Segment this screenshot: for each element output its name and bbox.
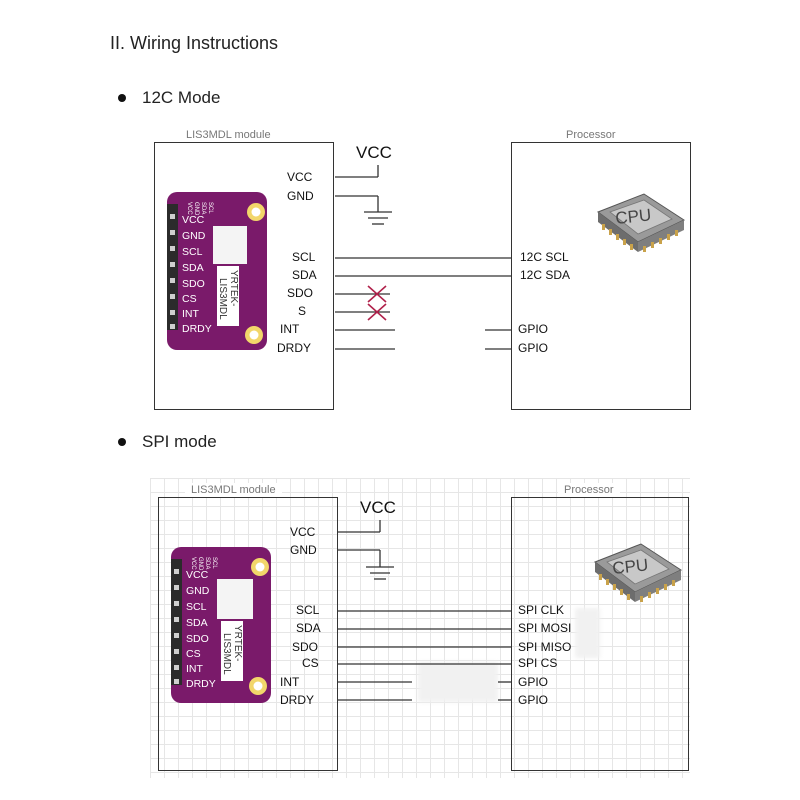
board-pin-label: DRDY [186, 678, 216, 690]
board-top-pin-label: SCL [207, 202, 213, 214]
i2c-pin-vcc: VCC [287, 170, 313, 184]
board-model: LIS3MDL [221, 633, 232, 675]
board-pin-label: CS [186, 648, 201, 660]
spi-module-box [158, 497, 338, 771]
spi-proc-cs: SPI CS [518, 656, 558, 670]
lis3mdl-board-i2c: VCC GND SCL SDA SDO CS INT DRDY SCL SDA … [167, 192, 267, 350]
i2c-module-box [154, 142, 334, 410]
board-pin-label: CS [182, 293, 197, 305]
lis3mdl-board-spi: VCC GND SCL SDA SDO CS INT DRDY SCL SDA … [171, 547, 271, 703]
spi-pin-vcc: VCC [290, 525, 316, 539]
cpu-label: CPU [611, 555, 649, 578]
cpu-chip-icon: CPU [596, 193, 686, 252]
board-pin-label: DRDY [182, 323, 212, 335]
board-top-pin-label: GND [193, 202, 199, 216]
i2c-pin-drdy: DRDY [277, 341, 312, 355]
spi-pin-cs: CS [302, 656, 319, 670]
board-pin-label: INT [182, 308, 200, 320]
blurred-patch [575, 608, 600, 658]
board-pin-label: INT [186, 663, 204, 675]
sensor-chip [217, 579, 253, 619]
spi-pin-int: INT [280, 675, 300, 689]
page-title: II. Wiring Instructions [110, 33, 279, 53]
board-pin-label: SDO [186, 633, 209, 645]
i2c-pin-s: S [298, 304, 307, 318]
i2c-pin-sdo: SDO [287, 286, 314, 300]
spi-proc-mosi: SPI MOSI [518, 621, 572, 635]
i2c-pin-scl: SCL [292, 250, 316, 264]
i2c-pin-sda: SDA [292, 268, 317, 282]
blurred-patch [418, 662, 498, 702]
spi-proc-clk: SPI CLK [518, 603, 565, 617]
board-pin-label: VCC [182, 214, 205, 226]
spi-pin-drdy: DRDY [280, 693, 315, 707]
spi-proc-gpio-drdy: GPIO [518, 693, 549, 707]
board-pin-label: SDO [182, 278, 205, 290]
board-top-pin-label: SDA [200, 202, 206, 214]
spi-pin-sda: SDA [296, 621, 321, 635]
i2c-heading: 12C Mode [142, 88, 221, 107]
spi-proc-miso: SPI MISO [518, 640, 572, 654]
cpu-label: CPU [614, 205, 652, 228]
i2c-module-label: LIS3MDL module [180, 128, 277, 142]
spi-proc-gpio-int: GPIO [518, 675, 549, 689]
i2c-pin-int: INT [280, 322, 300, 336]
i2c-vcc-supply-label: VCC [356, 143, 392, 162]
board-brand: YRTEK- [232, 625, 243, 662]
i2c-proc-gpio-int: GPIO [518, 322, 549, 336]
board-pin-label: GND [186, 585, 210, 597]
spi-heading: SPI mode [142, 432, 217, 451]
spi-processor-box [511, 497, 689, 771]
board-pin-label: SCL [182, 246, 203, 258]
spi-pin-scl: SCL [296, 603, 320, 617]
spi-processor-label: Processor [558, 483, 620, 497]
board-pin-label: VCC [186, 569, 209, 581]
board-pin-label: SDA [186, 617, 208, 629]
i2c-proc-scl: 12C SCL [520, 250, 569, 264]
board-top-pin-label: SCL [211, 557, 217, 569]
board-pin-label: GND [182, 230, 206, 242]
board-model: LIS3MDL [217, 278, 228, 320]
i2c-processor-label: Processor [560, 128, 622, 142]
board-pin-label: SDA [182, 262, 204, 274]
i2c-proc-gpio-drdy: GPIO [518, 341, 549, 355]
board-top-pin-label: SDA [204, 557, 210, 569]
board-top-pin-label: VCC [186, 202, 192, 215]
ground-symbol-icon [364, 211, 392, 225]
spi-module-label: LIS3MDL module [185, 483, 282, 497]
no-connect-cross-icon [367, 285, 387, 321]
spi-pin-sdo: SDO [292, 640, 319, 654]
i2c-pin-gnd: GND [287, 189, 314, 203]
spi-pin-gnd: GND [290, 543, 317, 557]
sensor-chip [213, 226, 247, 264]
cpu-chip-icon: CPU [593, 543, 683, 602]
board-top-pin-label: VCC [190, 557, 196, 570]
bullet-dot [118, 438, 126, 446]
i2c-proc-sda: 12C SDA [520, 268, 571, 282]
board-pin-label: SCL [186, 601, 207, 613]
board-brand: YRTEK- [228, 270, 239, 307]
board-top-pin-label: GND [197, 557, 203, 571]
spi-vcc-supply-label: VCC [360, 498, 396, 517]
bullet-dot [118, 94, 126, 102]
ground-symbol-icon [366, 566, 394, 580]
